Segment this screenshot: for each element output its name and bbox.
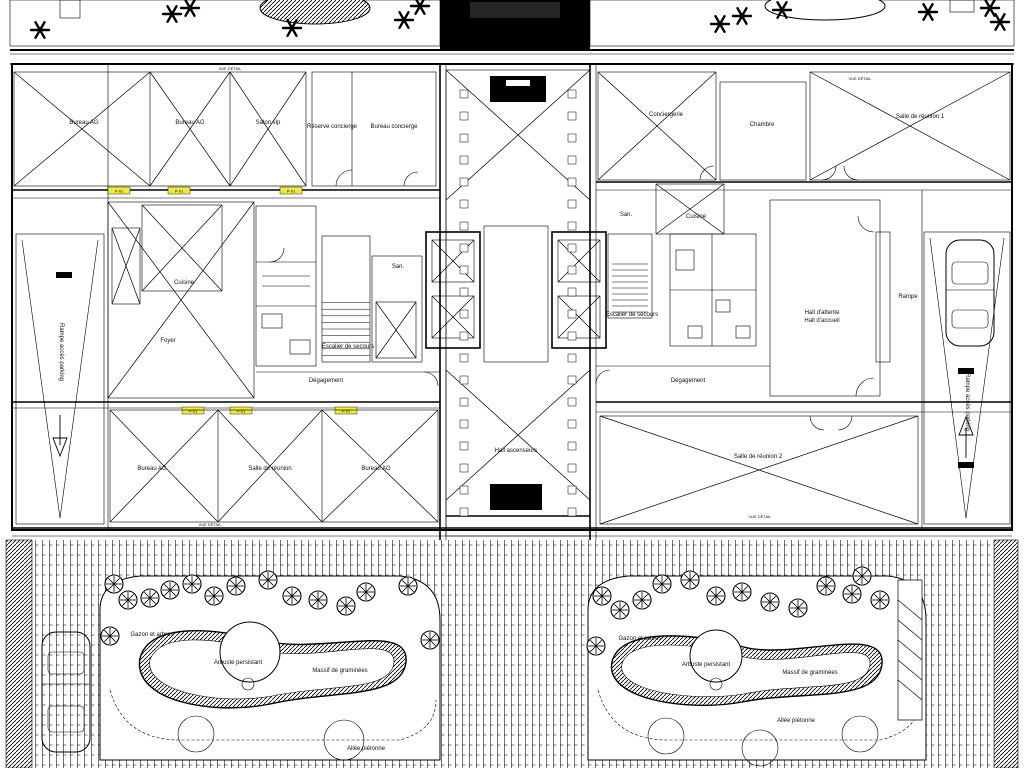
room-label-bureau-concierge: Bureau concierge [370, 124, 418, 130]
room-label-foyer: Foyer [160, 338, 175, 344]
landscape-label-gazon-right: Gazon et arbres [618, 636, 661, 642]
room-label-hall-accueil: Hall d'accueil [804, 318, 839, 324]
car-bottom-left [41, 631, 91, 753]
room-label-salle-reunion-1: Salle de réunion 1 [896, 114, 945, 120]
landscape-label-massif-right: Massif de graminées [782, 670, 837, 676]
palm-icon [393, 11, 415, 29]
shrub-icon [842, 584, 862, 604]
shrub-icon [816, 576, 836, 596]
door-tag-label: P-01 [175, 189, 184, 194]
top-garden [9, 0, 1015, 65]
door-tag-label: P-01 [287, 189, 296, 194]
palm-icon [989, 13, 1011, 31]
top-right-zone [595, 71, 1011, 525]
shrub-icon [204, 586, 224, 606]
shrub-icon [258, 570, 278, 590]
shrub-icon [852, 566, 872, 586]
car-top-right [945, 239, 995, 347]
room-label-reserve-concierge: Réserve concierge [307, 124, 358, 130]
room-label-escalier-secours-right: Escalier de secours [606, 312, 658, 318]
section-tag: VUE DÉTAIL [218, 66, 242, 71]
shrub-icon [160, 580, 180, 600]
offices-bottom [12, 409, 1012, 537]
room-label-conciergerie: Conciergerie [649, 112, 684, 118]
palm-icon [281, 19, 303, 37]
palm-icon [771, 1, 793, 19]
shrub-icon [870, 590, 890, 610]
landscape-label-allee: Allée piétonne [347, 746, 386, 752]
landscape-label-arbuste-right: Arbuste persistant [682, 662, 731, 668]
shrub-icon [140, 588, 160, 608]
palm-icon [29, 21, 51, 39]
shrub-icon [336, 596, 356, 616]
shrub-icon [100, 626, 120, 646]
door-tag-label: P-01 [115, 189, 124, 194]
shrub-icon [760, 592, 780, 612]
landscape-label-massif: Massif de graminées [312, 668, 367, 674]
shrub-icon [182, 574, 202, 594]
left-middle-zone [15, 201, 440, 525]
room-label-rampe-parking: Rampe accès parking [58, 323, 64, 381]
shrub-icon [732, 582, 752, 602]
room-label-bureau-ag-bottom-right: Bureau AG [361, 466, 391, 472]
room-label-cuisine: Cuisine [174, 280, 195, 286]
landscape-label-gazon: Gazon et arbres [130, 632, 173, 638]
room-label-escalier-secours: Escalier de secours [322, 344, 374, 350]
shrub-icon [118, 590, 138, 610]
room-label-hall-attente: Hall d'attente [805, 310, 840, 316]
room-label-hall-ascenseurs: Hall ascenseurs [495, 448, 538, 454]
shrub-icon [282, 586, 302, 606]
shrub-icon [788, 598, 808, 618]
door-tag-label: P-01 [342, 409, 351, 414]
room-label-cuisine-right: Cuisine [686, 214, 707, 220]
shrub-icon [652, 574, 672, 594]
palm-icon [979, 0, 1001, 17]
room-labels: Bureau AG Bureau AG Salon vip Réserve co… [58, 66, 970, 752]
shrub-icon [420, 630, 440, 650]
shrub-icon [610, 600, 630, 620]
shrub-icon [632, 590, 652, 610]
shrub-icon [308, 590, 328, 610]
shrub-icon [592, 586, 612, 606]
room-label-salle-reunion-2: Salle de réunion 2 [734, 454, 783, 460]
palm-icon [731, 7, 753, 25]
palm-icon [709, 15, 731, 33]
room-label-salon-vip: Salon vip [256, 120, 281, 126]
palm-icon [161, 5, 183, 23]
shrub-icon [356, 582, 376, 602]
room-label-bureau-ag-bottom: Bureau AG [137, 466, 167, 472]
room-label-bureau-ag: Bureau AG [69, 120, 99, 126]
door-tag-label: P-01 [189, 409, 198, 414]
palm-icon [409, 0, 431, 15]
shrub-icon [680, 570, 700, 590]
central-core [425, 69, 607, 537]
shrub-icon [226, 576, 246, 596]
section-tag: VUE DÉTAIL [848, 76, 872, 81]
shrub-icon [706, 586, 726, 606]
door-tag-label: P-01 [237, 409, 246, 414]
room-label-san-right: San. [620, 212, 633, 218]
room-label-san: San. [392, 264, 405, 270]
section-tag: VUE DÉTAIL [198, 522, 222, 527]
room-label-rampe-parking-right: Rampe accès parking [964, 373, 970, 431]
room-label-rampe: Rampe [898, 294, 918, 300]
shrub-icon [586, 636, 606, 656]
door-tags: P-01 P-01 P-01 P-01 P-01 P-01 [107, 186, 358, 415]
offices-top-left [13, 71, 437, 187]
shrub-icon [104, 574, 124, 594]
room-label-chambre: Chambre [750, 122, 775, 128]
landscape-label-arbuste: Arbuste persistant [214, 660, 263, 666]
landscape-label-allee-right: Allée piétonne [777, 718, 816, 724]
room-label-salle-reunion: Salle de réunion [248, 466, 291, 472]
room-label-degagement: Dégagement [309, 378, 344, 384]
room-label-bureau-ag: Bureau AG [175, 120, 205, 126]
bottom-garden [5, 539, 1019, 768]
section-tag: VUE DÉTAIL [748, 514, 772, 519]
palm-icon [917, 3, 939, 21]
palm-icon [179, 0, 201, 17]
shrub-icon [398, 576, 418, 596]
room-label-degagement-right: Dégagement [671, 378, 706, 384]
